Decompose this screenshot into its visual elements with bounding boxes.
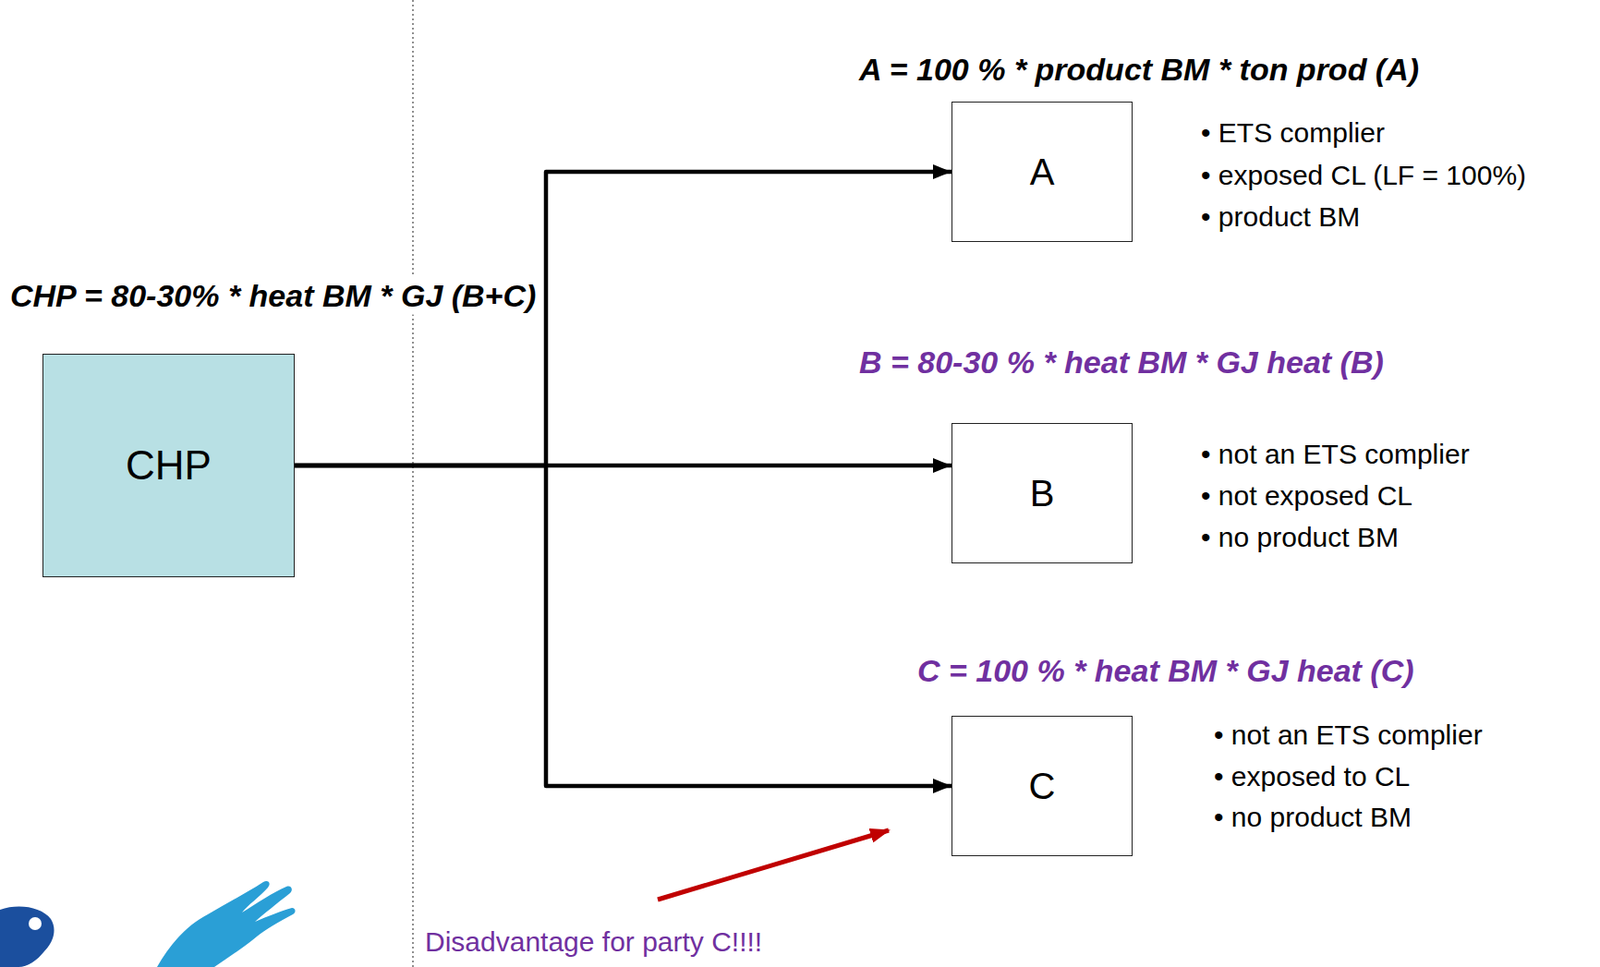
formula-text: C = 100 % * heat BM * GJ heat (C) (915, 652, 1417, 691)
bullet-text: • product BM (1200, 200, 1360, 234)
logo-eye (28, 917, 42, 931)
divider-line (412, 0, 413, 967)
source-box: CHP (42, 353, 295, 578)
bullet-text: • no product BM (1213, 800, 1412, 835)
party-box: B (951, 423, 1133, 564)
flow-arrow (294, 171, 952, 466)
note-text: Disadvantage for party C!!!! (424, 925, 763, 959)
box-title: CHP (125, 442, 212, 489)
bullet-text: • exposed to CL (1213, 760, 1410, 794)
bullet-text: • not exposed CL (1200, 479, 1413, 513)
logo (0, 881, 296, 967)
party-box: C (951, 715, 1133, 857)
bullet-text: • not an ETS complier (1213, 718, 1483, 752)
logo-figure (0, 907, 55, 967)
bullet-text: • ETS complier (1200, 116, 1385, 150)
formula-text: B = 80-30 % * heat BM * GJ heat (B) (857, 343, 1386, 382)
box-title: A (1030, 151, 1055, 194)
formula-text: CHP = 80-30% * heat BM * GJ (B+C) (8, 277, 538, 316)
box-title: C (1029, 765, 1056, 808)
pointer-arrow (657, 830, 889, 900)
bullet-text: • no product BM (1200, 521, 1399, 555)
bullet-text: • exposed CL (LF = 100%) (1200, 158, 1527, 193)
flow-arrow (294, 465, 952, 787)
bullet-text: • not an ETS complier (1200, 437, 1470, 472)
logo-hand (157, 881, 296, 967)
party-box: A (951, 101, 1133, 243)
box-title: B (1030, 472, 1055, 515)
formula-text: A = 100 % * product BM * ton prod (A) (857, 50, 1421, 89)
